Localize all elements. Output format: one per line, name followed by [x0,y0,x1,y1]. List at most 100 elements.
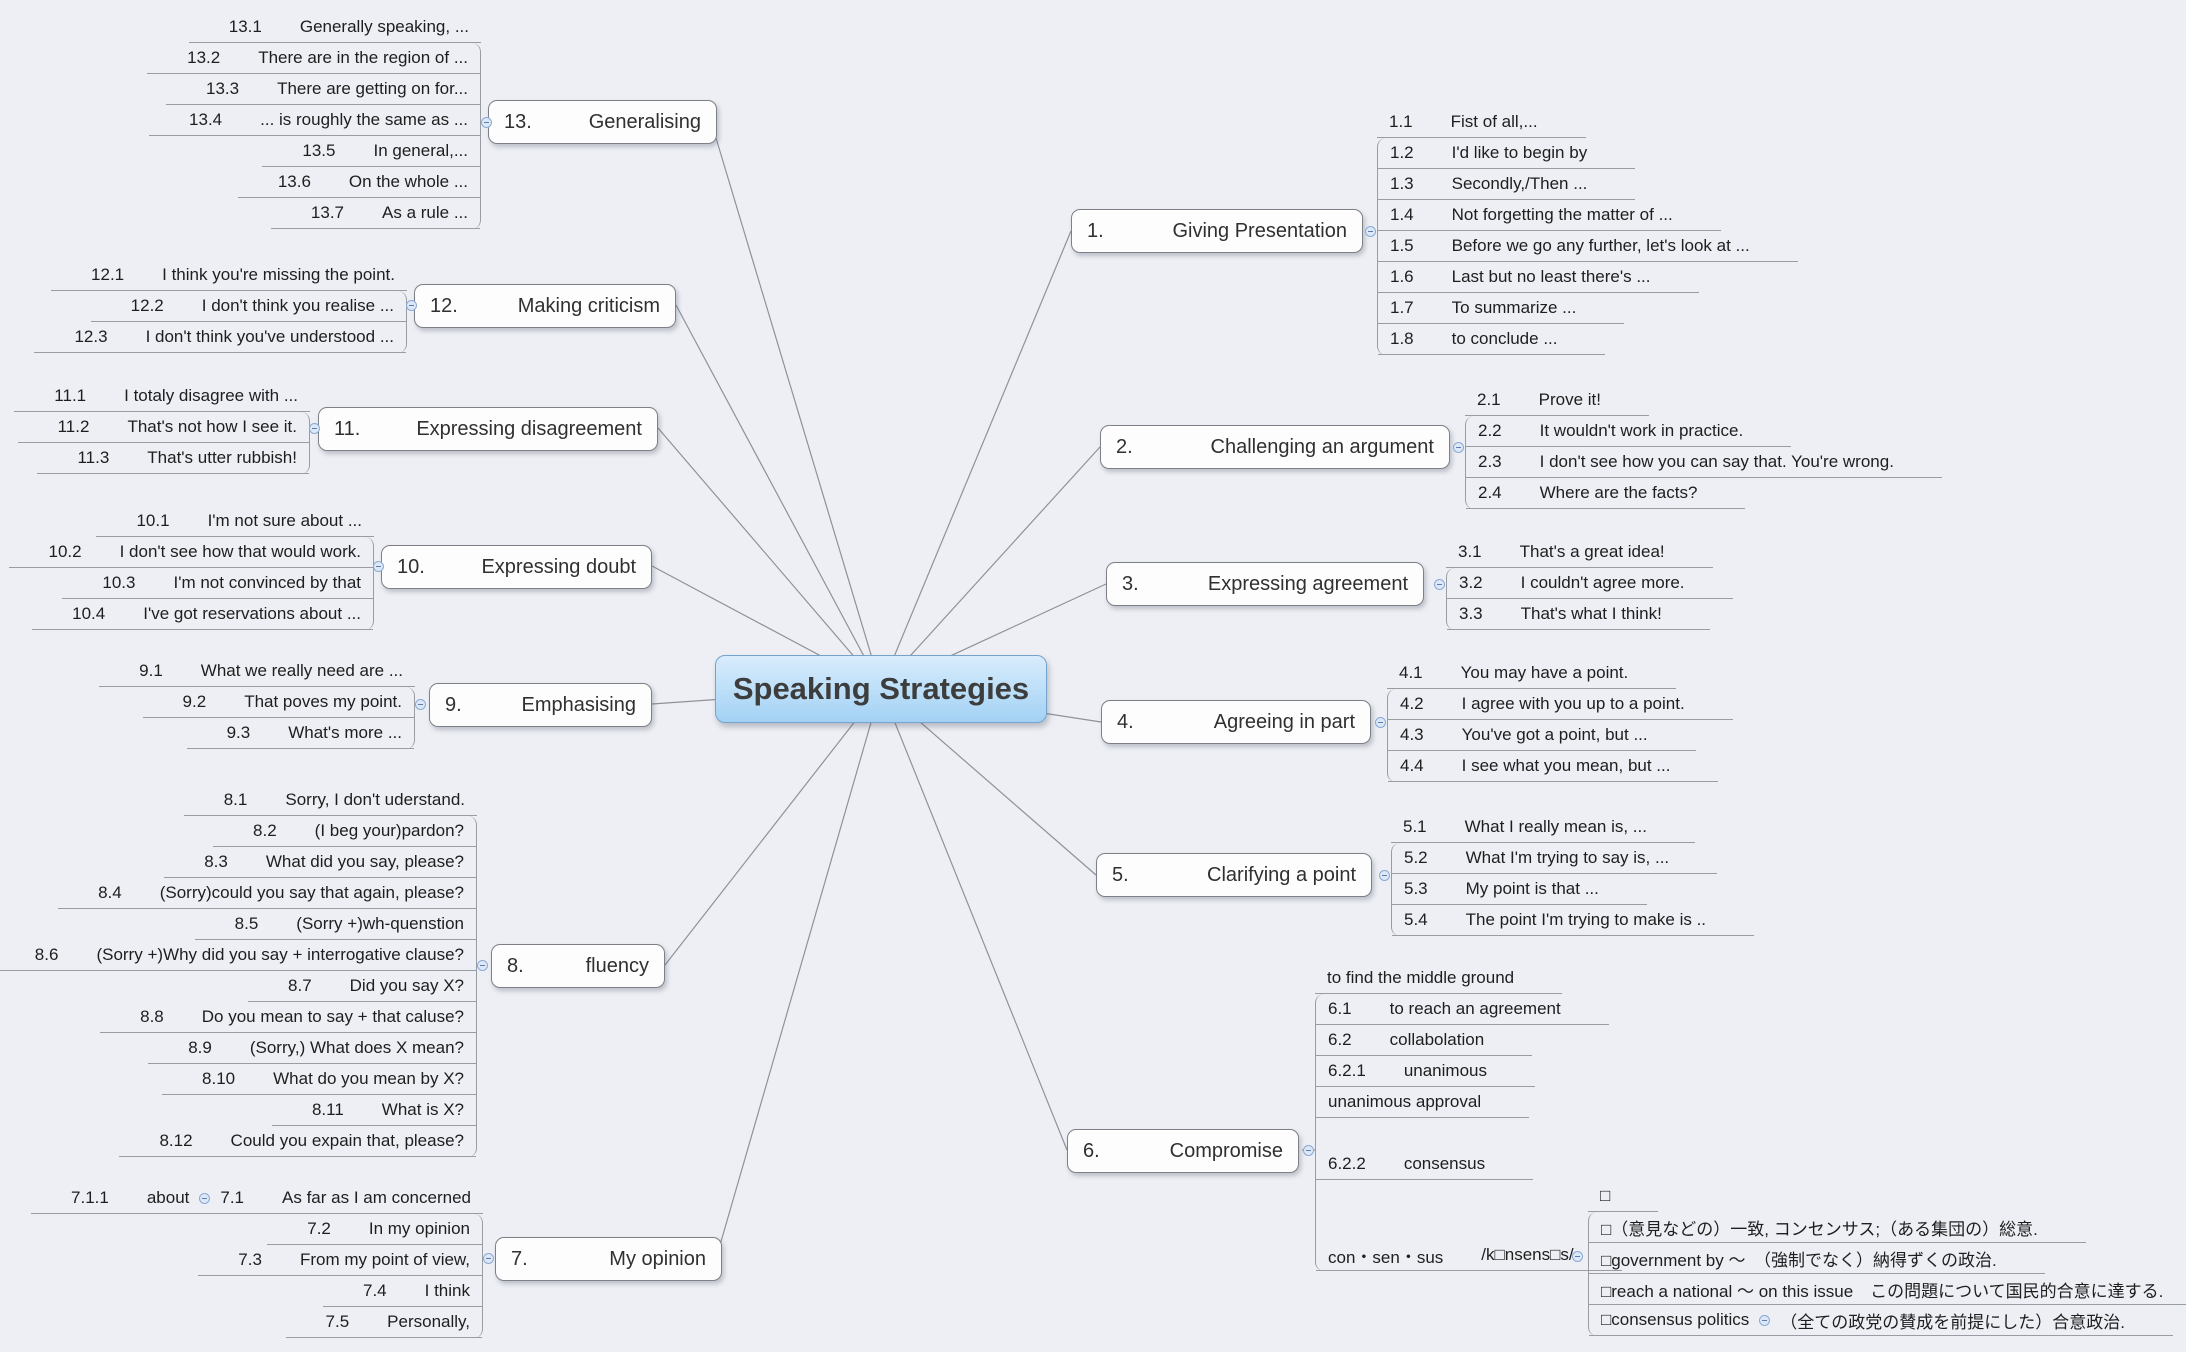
collapse-icon[interactable] [199,1192,211,1204]
branch-node-expressing-disagreement[interactable]: 11.Expressing disagreement [318,407,658,451]
topic-row[interactable]: unanimous approval [1316,1087,1530,1118]
collapse-icon[interactable] [1452,441,1464,453]
branch-node-fluency[interactable]: 8.fluency [491,944,665,988]
topic-row[interactable]: 8.9(Sorry,) What does X mean? [148,1033,476,1064]
branch-node-expressing-agreement[interactable]: 3.Expressing agreement [1106,562,1424,606]
branch-node-making-criticism[interactable]: 12.Making criticism [414,284,676,328]
collapse-icon[interactable] [1571,1250,1583,1262]
collapse-icon[interactable] [1364,225,1376,237]
topic-row[interactable]: to find the middle ground [1315,963,1563,994]
topic-row[interactable]: 8.6(Sorry +)Why did you say + interrogat… [0,940,476,971]
collapse-icon[interactable] [308,422,320,434]
branch-node-agreeing-in-part[interactable]: 4.Agreeing in part [1101,700,1371,744]
topic-row[interactable]: □reach a national ～ on this issue この問題につ… [1589,1274,2186,1305]
collapse-icon[interactable] [414,698,426,710]
branch-node-clarifying-a-point[interactable]: 5.Clarifying a point [1096,853,1372,897]
topic-row[interactable]: 8.5(Sorry +)wh-quenstion [194,909,476,940]
collapse-icon[interactable] [372,560,384,572]
branch-node-expressing-doubt[interactable]: 10.Expressing doubt [381,545,652,589]
collapse-icon[interactable] [405,299,417,311]
collapse-icon[interactable] [1759,1314,1771,1326]
branch-node-challenging-an-argument[interactable]: 2.Challenging an argument [1100,425,1450,469]
topic-row[interactable]: □consensus politics（全ての政党の賛成を前提にした）合意政治. [1589,1305,2173,1336]
topic-row[interactable]: □（意見などの）一致, コンセンサス;（ある集団の）総意. [1589,1212,2086,1243]
collapse-icon[interactable] [482,1252,494,1264]
collapse-icon[interactable] [1374,716,1386,728]
topic-row[interactable]: 8.2(I beg your)pardon? [213,816,476,847]
collapse-icon[interactable] [1302,1144,1314,1156]
topic-row[interactable]: con・sen・sus/k□nsens□s/ [1316,1240,1622,1271]
branch-node-my-opinion[interactable]: 7.My opinion [495,1237,722,1281]
topic-row[interactable]: □government by ～ （強制でなく）納得ずくの政治. [1589,1243,2045,1274]
topic-row[interactable]: □ [1588,1181,1659,1212]
topic-row[interactable]: 8.4(Sorry)could you say that again, plea… [58,878,476,909]
branch-node-emphasising[interactable]: 9.Emphasising [429,683,652,727]
central-topic[interactable]: Speaking Strategies [715,655,1047,723]
collapse-icon[interactable] [1433,578,1445,590]
topic-row[interactable]: 13.4... is roughly the same as ... [149,105,480,136]
branch-node-compromise[interactable]: 6.Compromise [1067,1129,1299,1173]
branch-node-generalising[interactable]: 13.Generalising [488,100,717,144]
collapse-icon[interactable] [476,959,488,971]
collapse-icon[interactable] [1378,869,1390,881]
collapse-icon[interactable] [480,116,492,128]
